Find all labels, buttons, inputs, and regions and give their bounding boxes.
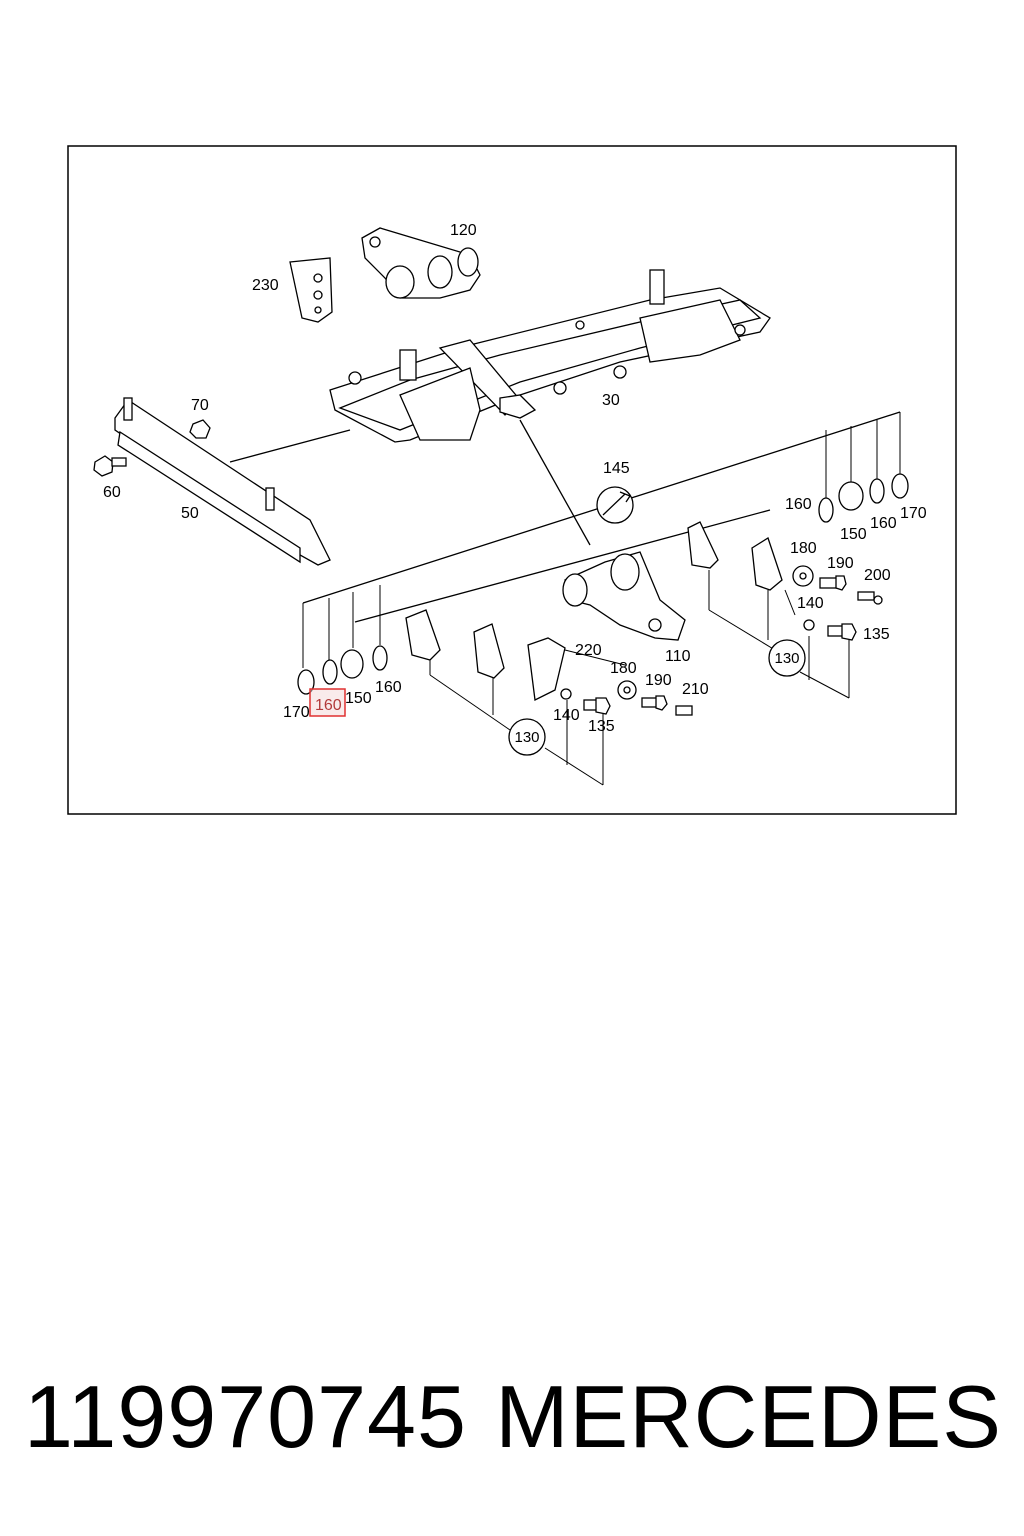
callout-180-right: 180 xyxy=(790,540,817,557)
callout-120: 120 xyxy=(450,222,477,239)
clamp-left xyxy=(405,609,505,679)
callout-190-left: 190 xyxy=(645,672,672,689)
highlight-box xyxy=(309,688,346,717)
callout-70: 70 xyxy=(191,397,209,414)
rings-right xyxy=(818,473,909,523)
callout-160-left-highlighted: 160 xyxy=(315,697,342,714)
callout-30: 30 xyxy=(602,392,620,409)
bracket-120 xyxy=(361,227,481,299)
plate-230 xyxy=(289,257,333,323)
wrench-symbol-145 xyxy=(596,486,634,524)
diagram-frame xyxy=(67,145,957,815)
callout-220: 220 xyxy=(575,642,602,659)
arm-110 xyxy=(562,551,686,641)
callout-labels: 120 230 70 60 50 30 145 160 150 160 170 … xyxy=(103,222,927,746)
clamp-right xyxy=(687,521,783,591)
callout-190-right: 190 xyxy=(827,555,854,572)
callout-60: 60 xyxy=(103,484,121,501)
callout-210: 210 xyxy=(682,681,709,698)
brand-name: MERCEDES xyxy=(495,1367,1002,1466)
callout-130-left: 130 xyxy=(514,729,539,746)
callout-135-right: 135 xyxy=(863,626,890,643)
part-number: 119970745 xyxy=(24,1367,467,1466)
plate-220 xyxy=(527,637,566,701)
callout-140-right: 140 xyxy=(797,595,824,612)
parts-diagram: 120 230 70 60 50 30 145 160 150 160 170 … xyxy=(67,145,957,815)
callout-135-left: 135 xyxy=(588,718,615,735)
callout-150-left: 150 xyxy=(345,690,372,707)
hardware-right xyxy=(792,565,883,641)
callout-180-left: 180 xyxy=(610,660,637,677)
callout-160-left-b: 160 xyxy=(375,679,402,696)
callout-170-left: 170 xyxy=(283,704,310,721)
callout-170-right: 170 xyxy=(900,505,927,522)
callout-160-right-a: 160 xyxy=(785,496,812,513)
nut-70 xyxy=(189,419,211,439)
callout-150-right: 150 xyxy=(840,526,867,543)
callout-230: 230 xyxy=(252,277,279,294)
footer: 119970745 MERCEDES xyxy=(0,1362,1024,1472)
chassis-frame xyxy=(329,269,771,443)
callout-140-left: 140 xyxy=(553,707,580,724)
cross-member-50 xyxy=(114,397,331,566)
callout-160-right-b: 160 xyxy=(870,515,897,532)
callout-200: 200 xyxy=(864,567,891,584)
callout-145: 145 xyxy=(603,460,630,477)
hardware-left xyxy=(560,680,693,716)
leader-lines xyxy=(229,411,901,786)
callout-50: 50 xyxy=(181,505,199,522)
callout-110: 110 xyxy=(665,648,691,665)
callout-circle-130-right xyxy=(768,639,806,677)
rings-left xyxy=(297,645,388,695)
callout-130-right: 130 xyxy=(774,650,799,667)
callout-circle-130-left xyxy=(508,718,546,756)
bolt-60 xyxy=(93,455,127,477)
